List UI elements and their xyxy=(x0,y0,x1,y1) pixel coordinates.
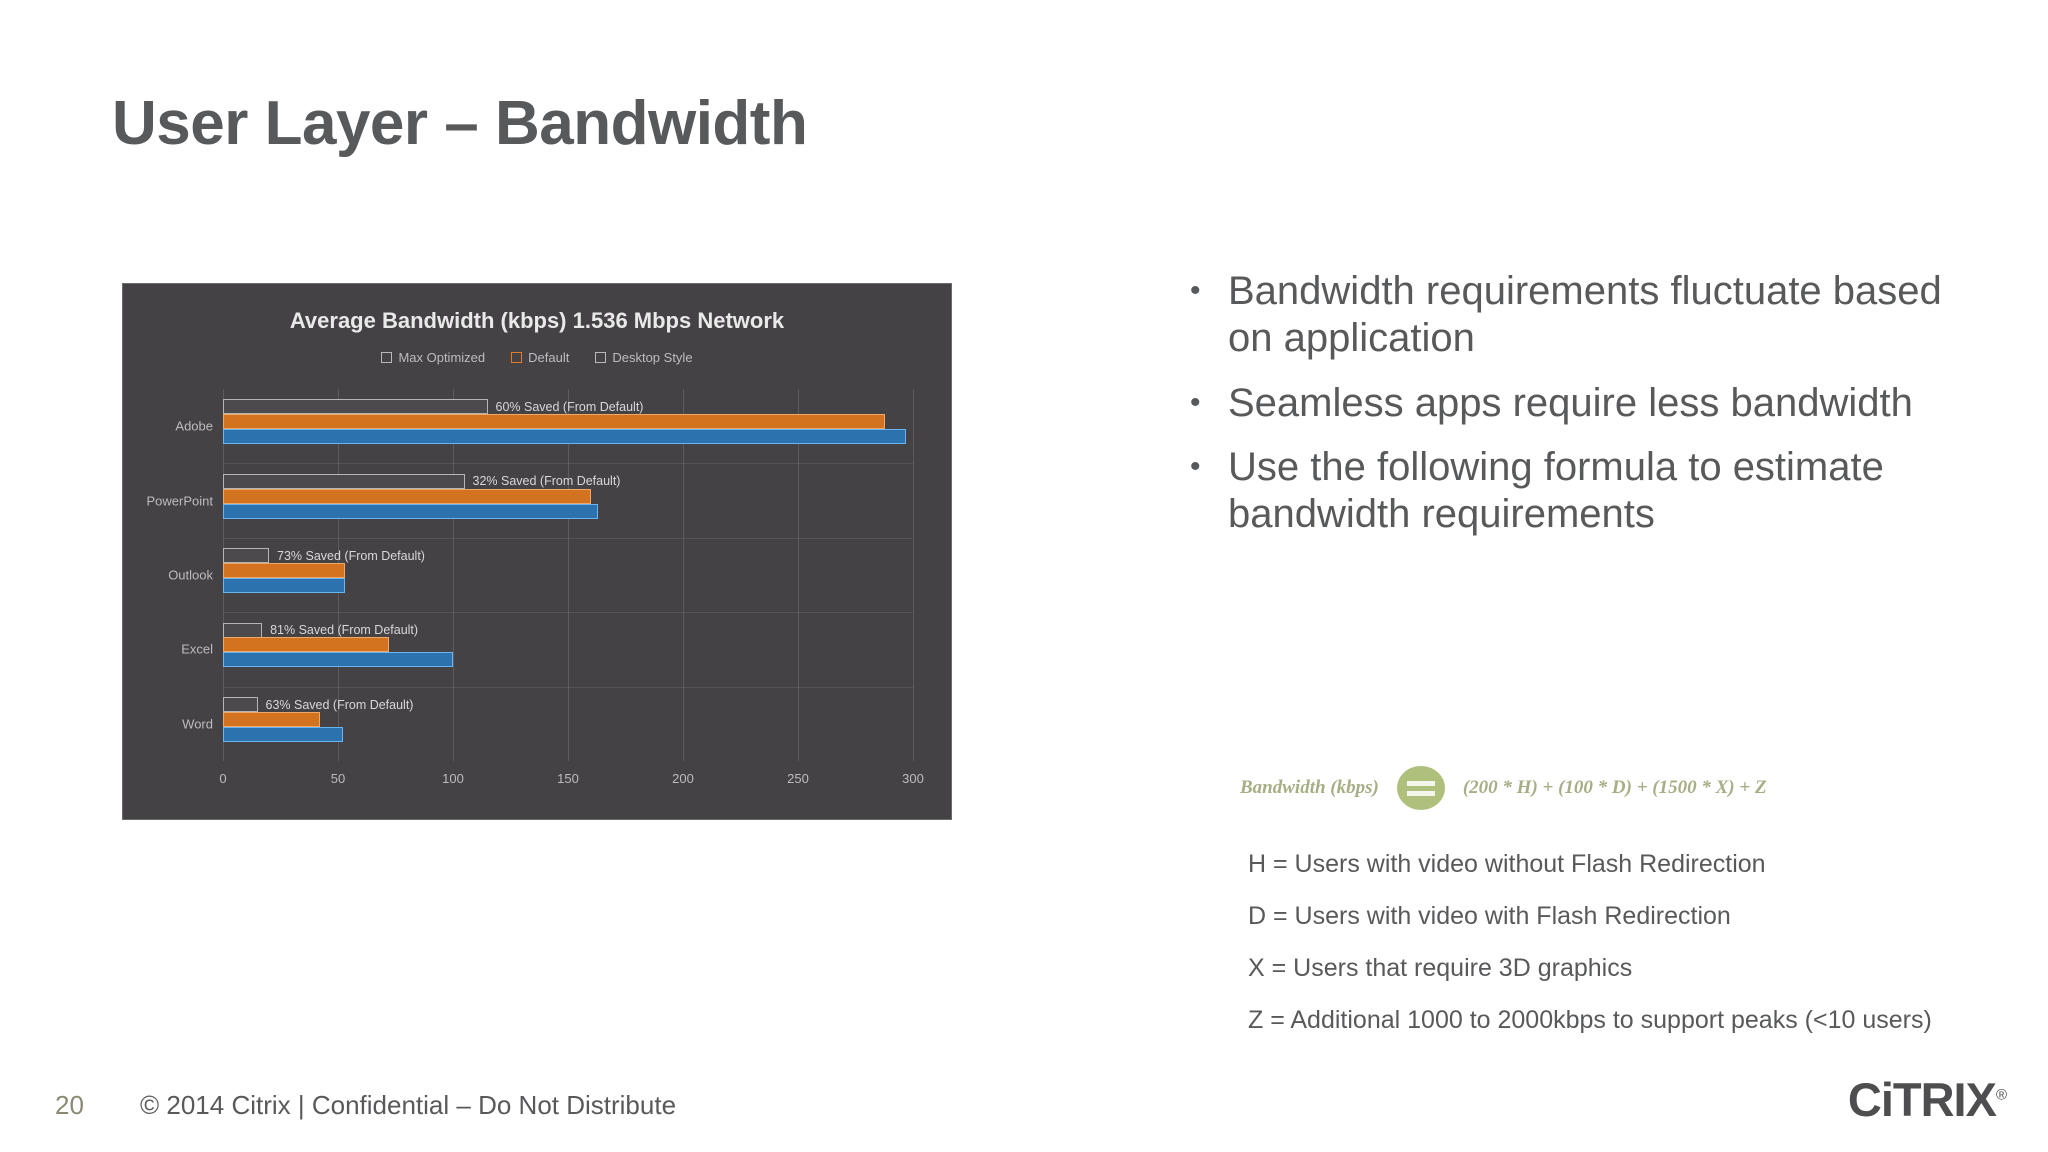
gridline xyxy=(568,389,569,761)
bar-annotation: 73% Saved (From Default) xyxy=(277,548,425,563)
legend-item-max-optimized: Max Optimized xyxy=(381,350,485,365)
bullet-list: • Bandwidth requirements fluctuate based … xyxy=(1190,268,1990,556)
bullet-marker-icon: • xyxy=(1190,385,1201,419)
x-axis-tick: 200 xyxy=(672,771,694,786)
formula-right-term: (200 * H) + (100 * D) + (1500 * X) + Z xyxy=(1462,777,1767,798)
category-label: PowerPoint xyxy=(146,493,213,509)
bullet-item: • Seamless apps require less bandwidth xyxy=(1190,380,1990,427)
bar-orange xyxy=(223,711,320,727)
bar-blue xyxy=(223,429,907,445)
bar-grey: 63% Saved (From Default) xyxy=(223,697,413,712)
definition-line: Z = Additional 1000 to 2000kbps to suppo… xyxy=(1248,1006,1932,1034)
bar-group: Outlook 73% Saved (From Default) xyxy=(168,538,913,612)
page-title: User Layer – Bandwidth xyxy=(112,89,808,158)
bandwidth-formula-graphic: Bandwidth (kbps) (200 * H) + (100 * D) +… xyxy=(1240,766,1767,810)
bar-blue xyxy=(223,652,453,668)
gridline xyxy=(913,389,914,761)
legend-item-desktop-style: Desktop Style xyxy=(595,350,693,365)
bar-blue xyxy=(223,577,345,593)
bar-blue xyxy=(223,726,343,742)
bar-grey: 73% Saved (From Default) xyxy=(223,548,425,564)
row-divider xyxy=(223,612,913,614)
bar-blue xyxy=(223,503,598,519)
row-divider xyxy=(223,537,913,539)
registered-mark-icon: ® xyxy=(1995,1086,2007,1104)
legend-swatch-icon xyxy=(511,352,523,363)
gridline xyxy=(683,389,684,761)
x-axis-tick: 50 xyxy=(330,771,346,786)
bar-orange xyxy=(223,488,591,504)
bullet-item: • Bandwidth requirements fluctuate based … xyxy=(1190,268,1990,362)
legend-item-default: Default xyxy=(511,350,569,365)
category-label: Adobe xyxy=(175,418,213,434)
bar-group: Adobe 60% Saved (From Default) xyxy=(175,389,913,463)
footer-page-number: 20 xyxy=(55,1090,84,1120)
chart-x-axis: 0 50 100 150 200 250 300 xyxy=(219,761,923,801)
row-divider xyxy=(223,463,913,465)
legend-label: Max Optimized xyxy=(398,350,486,365)
bullet-text: Use the following formula to estimate ba… xyxy=(1228,445,1884,537)
legend-swatch-icon xyxy=(381,352,393,363)
bullet-item: • Use the following formula to estimate b… xyxy=(1190,444,1990,538)
bullet-text: Seamless apps require less bandwidth xyxy=(1228,380,1913,425)
legend-label: Desktop Style xyxy=(612,350,693,365)
bar-group: Excel 81% Saved (From Default) xyxy=(181,612,913,686)
category-label: Outlook xyxy=(168,567,213,583)
x-axis-tick: 100 xyxy=(442,771,464,786)
chart-plot-area: Adobe 60% Saved (From Default) PowerPoint 3… xyxy=(147,389,924,786)
bar-group: Word 63% Saved (From Default) xyxy=(182,687,913,761)
x-axis-tick: 300 xyxy=(902,771,924,786)
footer-copyright: © 2014 Citrix | Confidential – Do Not Di… xyxy=(140,1090,677,1120)
gridline xyxy=(798,389,799,761)
formula-left-term: Bandwidth (kbps) xyxy=(1240,777,1379,798)
bar-grey: 81% Saved (From Default) xyxy=(223,622,418,638)
chart-title: Average Bandwidth (kbps) 1.536 Mbps Netw… xyxy=(289,308,785,333)
bandwidth-chart: Average Bandwidth (kbps) 1.536 Mbps Netw… xyxy=(122,283,952,820)
x-axis-tick: 150 xyxy=(557,771,579,786)
bullet-text: Bandwidth requirements fluctuate based o… xyxy=(1228,269,1942,360)
bar-orange xyxy=(223,637,389,653)
bar-annotation: 60% Saved (From Default) xyxy=(495,399,644,414)
variable-definitions: H = Users with video without Flash Redir… xyxy=(1248,850,2008,1058)
bar-annotation: 81% Saved (From Default) xyxy=(270,623,419,638)
bar-group: PowerPoint 32% Saved (From Default) xyxy=(147,463,913,537)
bullet-marker-icon: • xyxy=(1190,450,1201,484)
bar-orange xyxy=(223,563,345,579)
category-label: Excel xyxy=(181,641,213,657)
x-axis-tick: 0 xyxy=(219,771,227,786)
equals-icon xyxy=(1396,766,1445,810)
chart-legend: Max Optimized Default Desktop Style xyxy=(123,350,951,365)
citrix-logo: CiTRIX® xyxy=(1847,1072,2007,1127)
bar-annotation: 32% Saved (From Default) xyxy=(472,474,621,489)
category-label: Word xyxy=(182,716,213,732)
row-divider xyxy=(223,686,913,688)
gridline xyxy=(453,389,454,761)
legend-swatch-icon xyxy=(595,352,607,363)
bar-grey: 60% Saved (From Default) xyxy=(223,399,643,415)
definition-line: X = Users that require 3D graphics xyxy=(1248,954,1633,982)
x-axis-tick: 250 xyxy=(787,771,809,786)
definition-line: H = Users with video without Flash Redir… xyxy=(1248,850,1766,878)
citrix-logo-text: CiTRIX xyxy=(1847,1073,1997,1126)
bullet-marker-icon: • xyxy=(1190,274,1201,307)
bar-annotation: 63% Saved (From Default) xyxy=(265,697,414,712)
bar-orange xyxy=(223,414,886,430)
bar-grey: 32% Saved (From Default) xyxy=(223,473,620,489)
legend-label: Default xyxy=(528,350,570,365)
definition-line: D = Users with video with Flash Redirect… xyxy=(1248,902,1731,930)
